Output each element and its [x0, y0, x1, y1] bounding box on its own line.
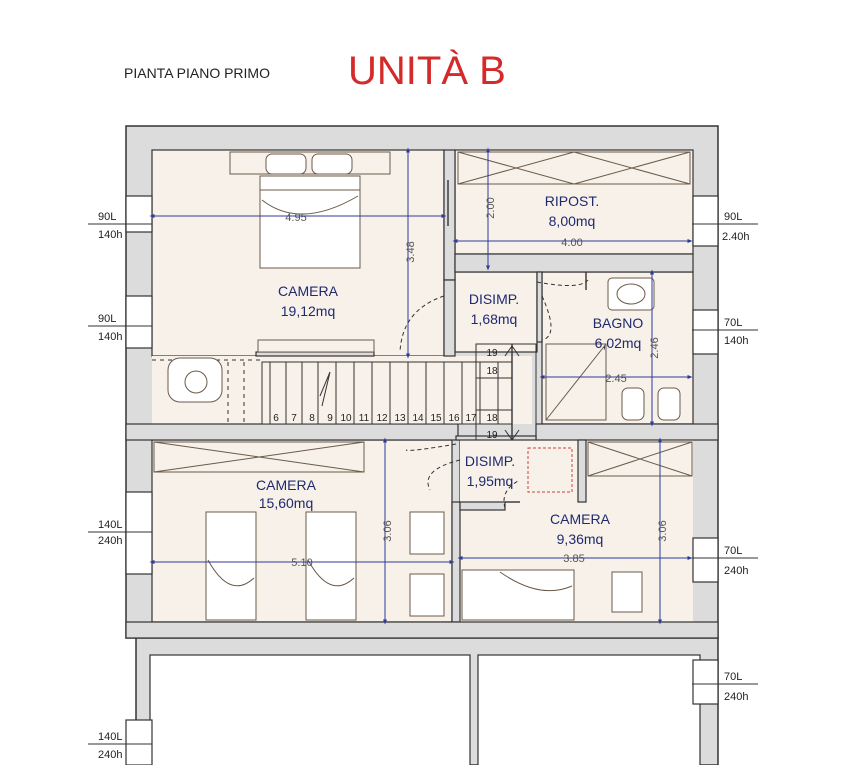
- double-bed: [259, 175, 361, 269]
- step-number: 17: [465, 413, 477, 424]
- sideboard: [257, 339, 375, 353]
- room-name: DISIMP.: [469, 291, 519, 307]
- step-number: 6: [273, 413, 279, 424]
- stair-step-numbers: 6 7 8 9 10 11 12 13 14 15 16 17 18 19 18…: [273, 348, 498, 441]
- window-width-label: 70L: [724, 671, 742, 683]
- windows: [125, 195, 719, 766]
- dimension-label: 3.06: [657, 520, 669, 541]
- window-width-label: 90L: [98, 211, 116, 223]
- window-height-label: 240h: [98, 749, 122, 761]
- window-width-label: 70L: [724, 545, 742, 557]
- dimension-lines: [149, 147, 693, 625]
- dimension-label: 2.45: [605, 373, 626, 385]
- dimension-label: 5.10: [291, 557, 312, 569]
- room-area: 8,00mq: [549, 213, 596, 229]
- window-labels: 90L 140h 90L 140h 140L 240h 140L 240h 90…: [88, 211, 758, 761]
- step-number: 15: [430, 413, 442, 424]
- room-area: 6,02mq: [595, 335, 642, 351]
- window-width-label: 140L: [98, 519, 122, 531]
- step-number: 7: [291, 413, 297, 424]
- staircase: [152, 343, 537, 441]
- room-area: 9,36mq: [557, 531, 604, 547]
- dimension-label: 2.00: [485, 197, 497, 218]
- step-number: 13: [394, 413, 406, 424]
- step-number: 10: [340, 413, 352, 424]
- bidet: [657, 387, 681, 421]
- dimension-label: 4.95: [285, 212, 306, 224]
- dimension-label: 3.48: [405, 241, 417, 262]
- desk: [409, 511, 445, 555]
- step-number: 12: [376, 413, 388, 424]
- dimension-label: 3.85: [563, 553, 584, 565]
- step-number: 18: [486, 366, 498, 377]
- dimension-label: 3.06: [382, 520, 394, 541]
- window-height-label: 2.40h: [722, 231, 750, 243]
- room-name: CAMERA: [278, 283, 339, 299]
- room-area: 15,60mq: [259, 495, 313, 511]
- room-area: 19,12mq: [281, 303, 335, 319]
- single-bed: [205, 511, 257, 621]
- internal-walls: [125, 149, 719, 639]
- room-area: 1,95mq: [467, 473, 514, 489]
- window-height-label: 140h: [98, 331, 122, 343]
- step-number: 8: [309, 413, 315, 424]
- window-height-label: 240h: [98, 535, 122, 547]
- window-width-label: 70L: [724, 317, 742, 329]
- window-height-label: 240h: [724, 565, 748, 577]
- desk: [409, 573, 445, 617]
- room-name: CAMERA: [256, 477, 317, 493]
- window-width-label: 90L: [724, 211, 742, 223]
- toilet: [621, 387, 645, 421]
- window-width-label: 140L: [98, 731, 122, 743]
- plan-title: UNITÀ B: [348, 48, 506, 93]
- door-leaves: [447, 180, 587, 503]
- room-name: CAMERA: [550, 511, 611, 527]
- window-height-label: 240h: [724, 691, 748, 703]
- step-number: 19: [486, 430, 498, 441]
- dimension-labels: 4.95 3.48 2.00 4.00 2.46 2.45 5.10 3.06 …: [285, 197, 669, 569]
- single-bed: [461, 569, 575, 621]
- plan-subtitle: PIANTA PIANO PRIMO: [124, 65, 270, 81]
- window-height-label: 140h: [724, 335, 748, 347]
- step-number: 16: [448, 413, 460, 424]
- room-area: 1,68mq: [471, 311, 518, 327]
- room-name: DISIMP.: [465, 453, 515, 469]
- step-number: 18: [486, 413, 498, 424]
- step-number: 9: [327, 413, 333, 424]
- step-number: 14: [412, 413, 424, 424]
- dimension-label: 2.46: [649, 337, 661, 358]
- room-name: BAGNO: [593, 315, 644, 331]
- dimension-label: 4.00: [561, 237, 582, 249]
- window-width-label: 90L: [98, 313, 116, 325]
- single-bed: [305, 511, 357, 621]
- desk: [611, 571, 643, 613]
- window-height-label: 140h: [98, 229, 122, 241]
- step-number: 11: [359, 413, 370, 424]
- furniture: [153, 151, 693, 621]
- room-labels: CAMERA 19,12mq RIPOST. 8,00mq DISIMP. 1,…: [256, 193, 643, 547]
- step-number: 19: [486, 348, 498, 359]
- wardrobe: [229, 151, 391, 175]
- room-name: RIPOST.: [545, 193, 599, 209]
